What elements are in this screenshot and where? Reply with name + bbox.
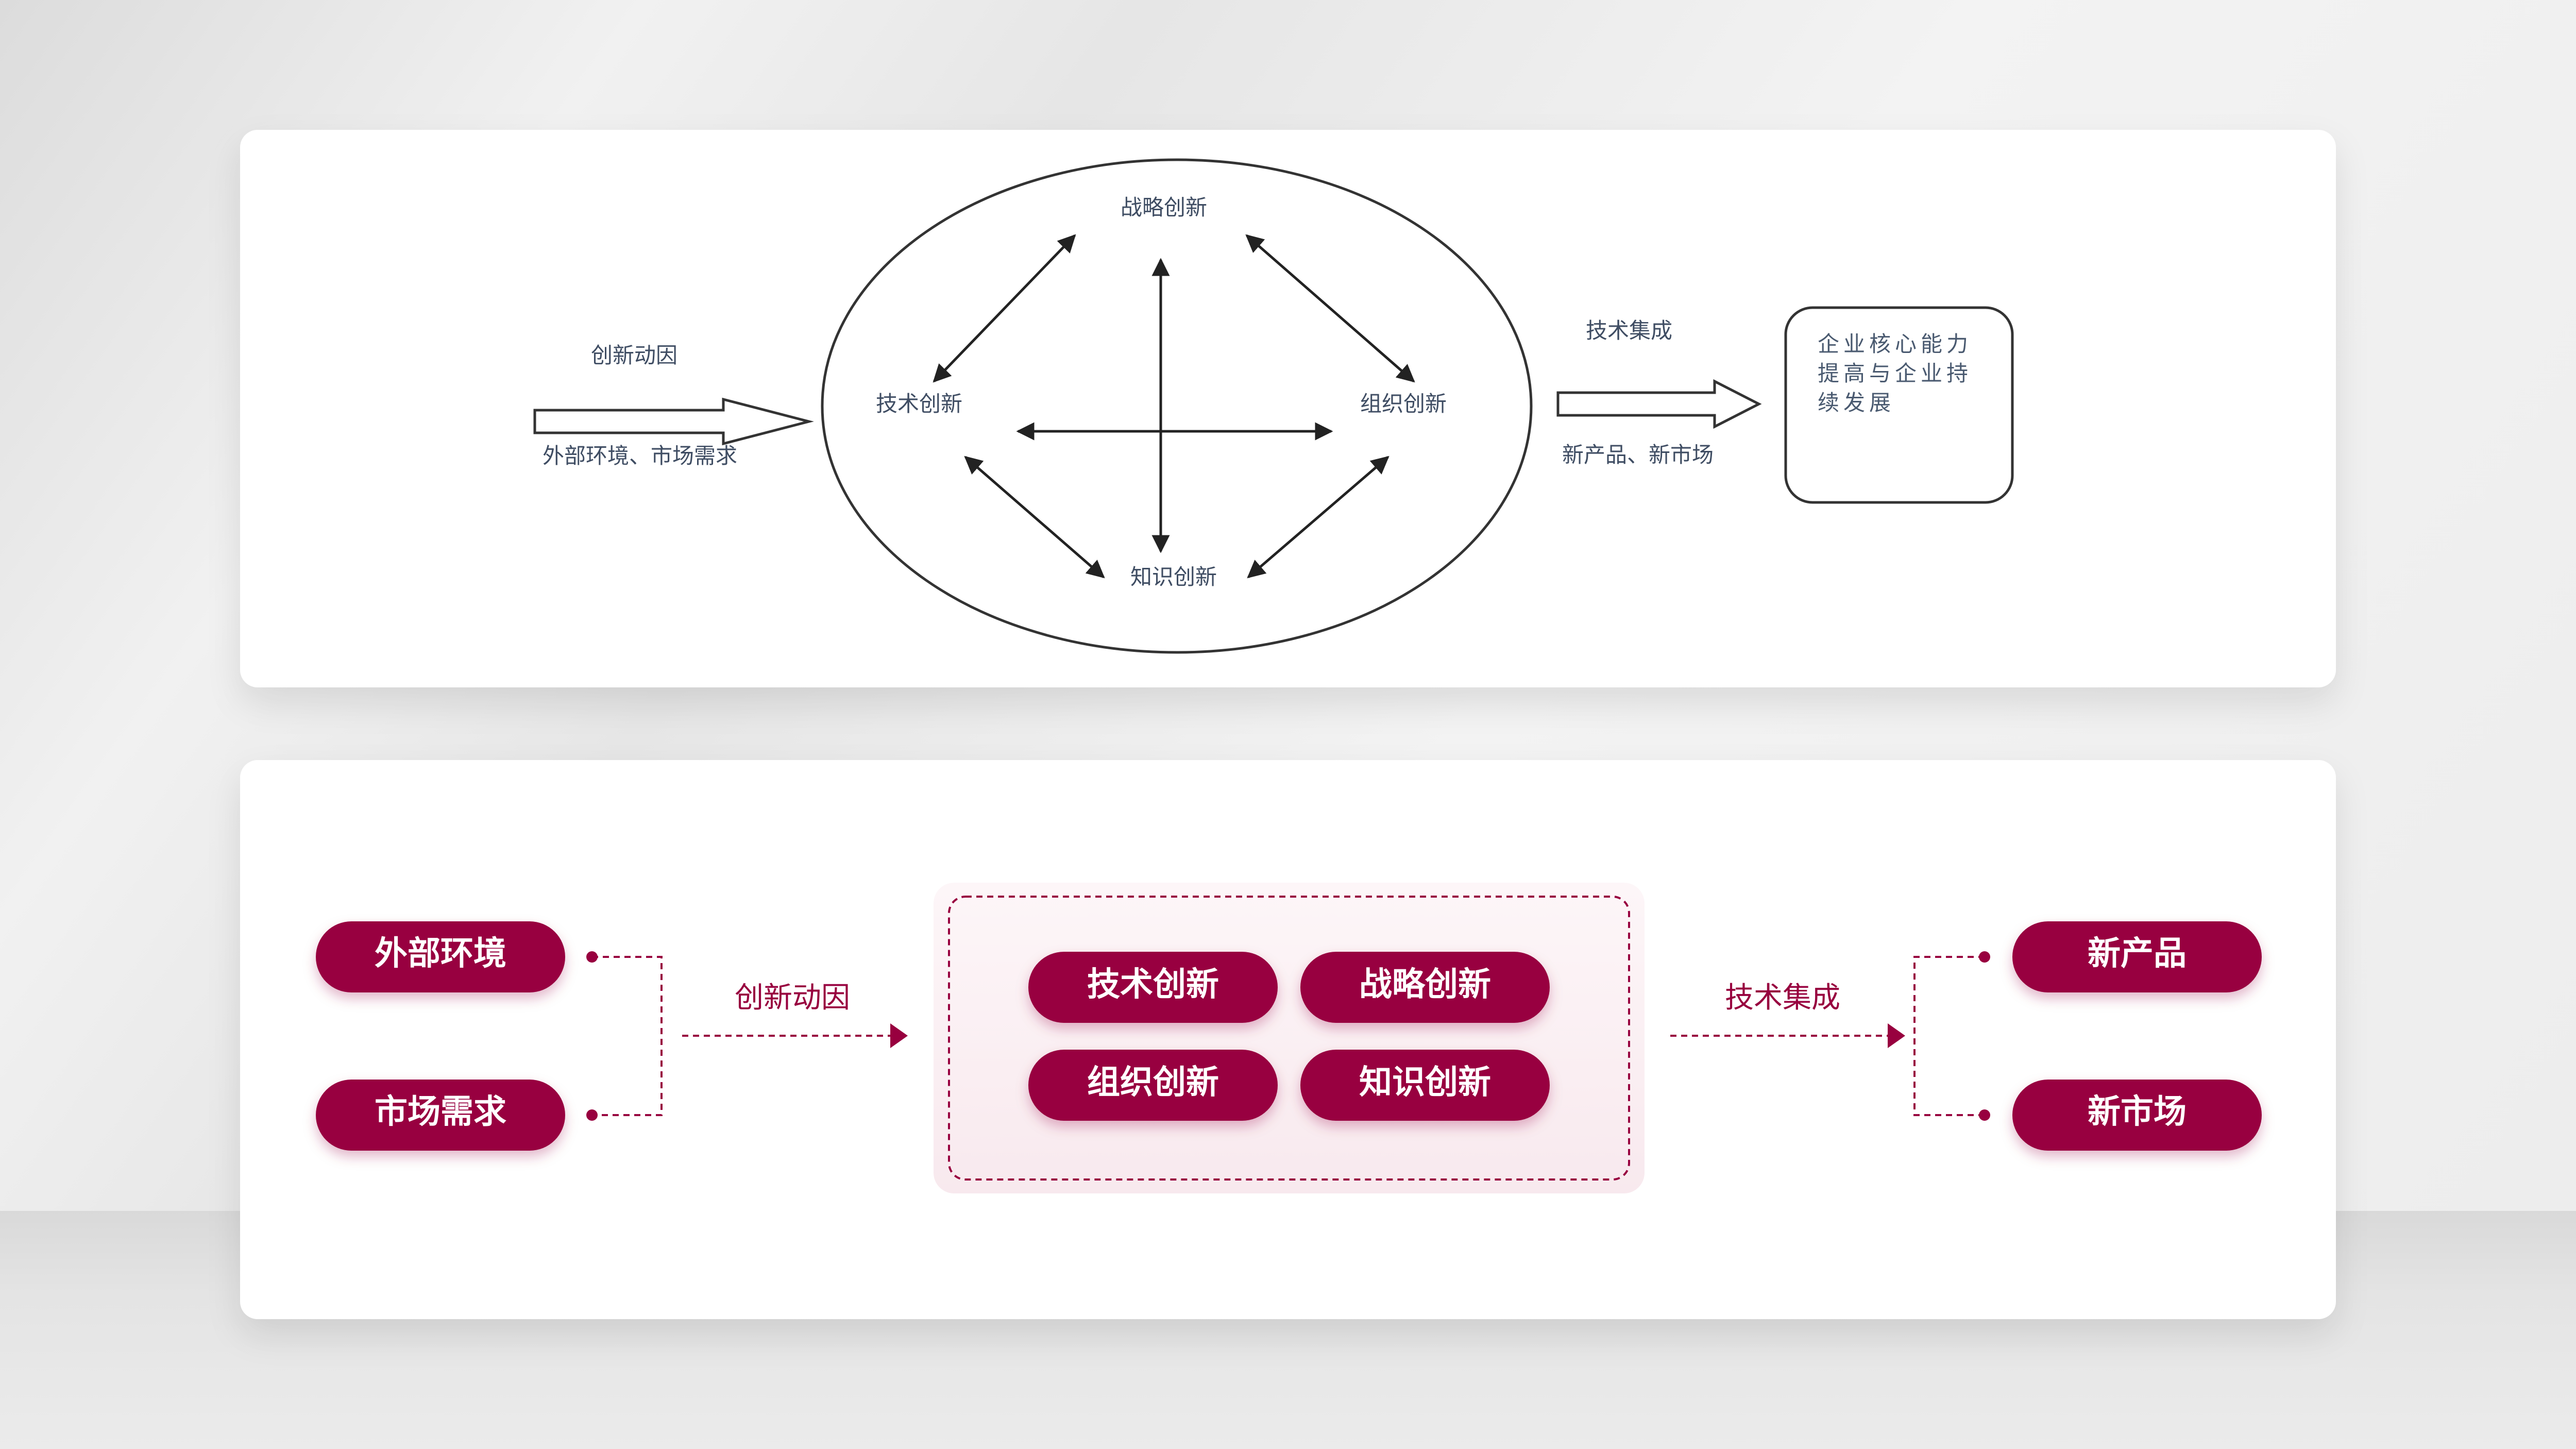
redesigned-diagram: 外部环境 市场需求 创新动因 技术创新 战略创新 组织创新 知识创新 <box>316 883 2262 1193</box>
diagonal-arrow-top-right-icon <box>1245 234 1415 383</box>
center-label-tech: 技术创新 <box>1087 966 1219 1004</box>
output-dot-bottom <box>1979 1109 1990 1121</box>
driver-label: 创新动因 <box>591 343 677 368</box>
center-dashed-border <box>948 896 1630 1181</box>
input-pill-external-environment <box>316 921 565 992</box>
output-label-new-product: 新产品 <box>2088 935 2187 973</box>
center-label-strategy: 战略创新 <box>1359 966 1491 1004</box>
driver-sub-label: 外部环境、市场需求 <box>543 443 737 468</box>
output-arrow-icon <box>1556 379 1762 429</box>
input-arrow-icon <box>533 397 814 446</box>
diagonal-arrow-bottom-left-icon <box>964 456 1105 579</box>
input-bracket-connector <box>592 956 663 1116</box>
result-line-1: 企业核心能力 <box>1818 331 1972 357</box>
output-pill-new-product <box>2012 921 2262 992</box>
original-diagram-panel: 创新动因 外部环境、市场需求 战略创新 技术创新 组织创新 知识创新 技术集成 … <box>240 130 2336 687</box>
center-label-left: 技术创新 <box>876 391 962 416</box>
innovation-ellipse <box>821 158 1533 654</box>
integration-label: 技术集成 <box>1586 318 1672 343</box>
center-label-bottom: 知识创新 <box>1130 564 1217 589</box>
original-diagram: 创新动因 外部环境、市场需求 战略创新 技术创新 组织创新 知识创新 技术集成 … <box>533 158 2014 654</box>
center-pill-tech <box>1028 952 1278 1023</box>
output-bracket-connector <box>1913 956 1985 1116</box>
redesigned-diagram-panel: 外部环境 市场需求 创新动因 技术创新 战略创新 组织创新 知识创新 <box>240 760 2336 1319</box>
input-pill-market-demand <box>316 1080 565 1151</box>
center-container <box>934 883 1645 1193</box>
center-pill-organization <box>1028 1050 1278 1121</box>
result-line-3: 续发展 <box>1818 390 1895 415</box>
output-pill-new-market <box>2012 1080 2262 1151</box>
integration-label: 技术集成 <box>1725 981 1840 1015</box>
center-pill-strategy <box>1300 952 1550 1023</box>
diagonal-arrow-top-left-icon <box>933 234 1076 383</box>
center-label-top: 战略创新 <box>1121 195 1207 220</box>
output-label-new-market: 新市场 <box>2088 1093 2187 1131</box>
result-box <box>1784 306 2014 504</box>
input-label-market-demand: 市场需求 <box>375 1093 506 1131</box>
input-dot-top <box>586 951 598 963</box>
result-line-2: 提高与企业持 <box>1818 361 1972 386</box>
integration-arrowhead-icon <box>1888 1023 1905 1048</box>
input-dot-bottom <box>586 1109 598 1121</box>
diagonal-arrow-bottom-right-icon <box>1247 456 1389 579</box>
input-label-external-environment: 外部环境 <box>375 935 506 973</box>
center-label-organization: 组织创新 <box>1087 1064 1219 1102</box>
center-label-right: 组织创新 <box>1360 391 1447 416</box>
integration-sub-label: 新产品、新市场 <box>1562 442 1714 467</box>
center-pill-knowledge <box>1300 1050 1550 1121</box>
driver-label: 创新动因 <box>735 981 850 1015</box>
center-label-knowledge: 知识创新 <box>1359 1064 1491 1102</box>
driver-arrowhead-icon <box>890 1023 908 1048</box>
output-dot-top <box>1979 951 1990 963</box>
